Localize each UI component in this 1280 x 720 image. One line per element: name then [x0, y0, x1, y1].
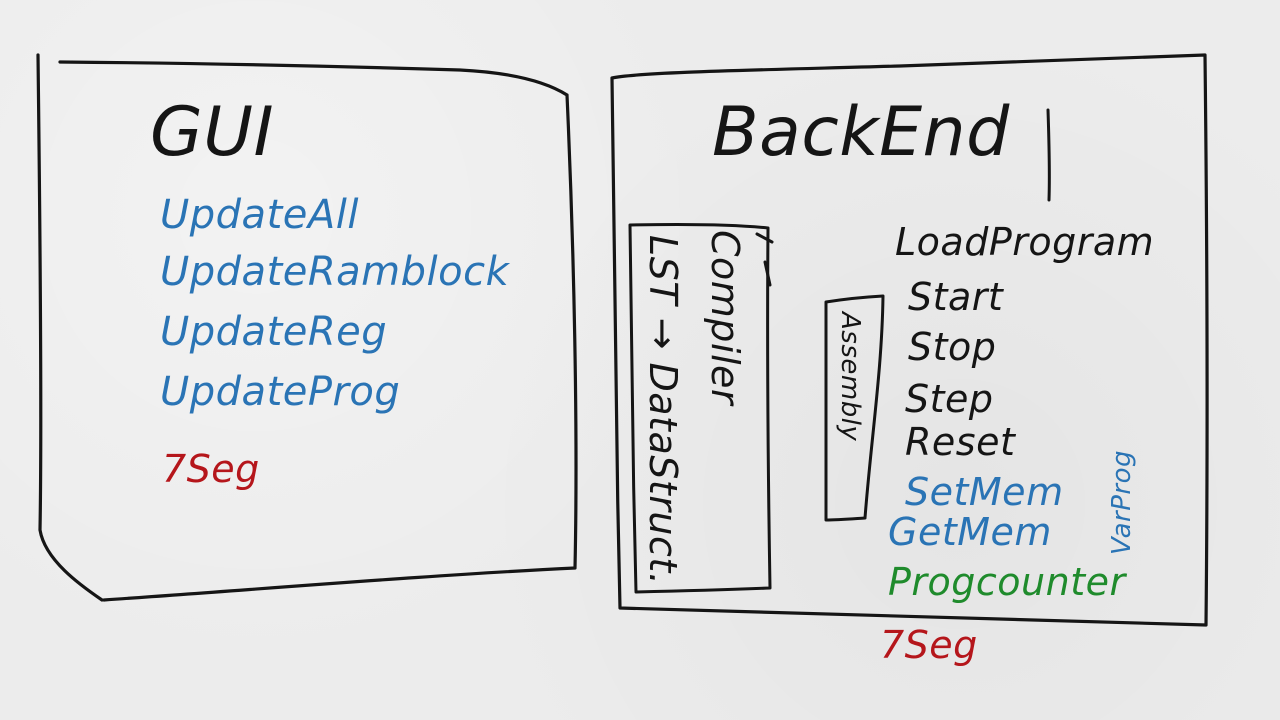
gui-box-outline: [36, 53, 578, 602]
backend-title: BackEnd: [712, 93, 1010, 172]
command-reset: Reset: [905, 420, 1017, 464]
backend-box: BackEnd Compiler LST → DataStruct. Assem…: [610, 53, 1209, 627]
gui-seven-seg: 7Seg: [162, 447, 260, 491]
assembly-box-outline: [824, 294, 885, 522]
assembly-label: Assembly: [835, 310, 865, 441]
command-step: Step: [905, 377, 994, 421]
function-set-mem: SetMem: [905, 470, 1064, 514]
progcounter-label: Progcounter: [888, 560, 1127, 604]
gui-title: GUI: [150, 93, 274, 172]
gui-function-update-all: UpdateAll: [160, 192, 359, 238]
compiler-box-marks: [755, 232, 774, 287]
gui-function-update-prog: UpdateProg: [160, 369, 400, 415]
compiler-datastruct-label: LST → DataStruct.: [641, 235, 685, 585]
backend-seven-seg: 7Seg: [880, 623, 978, 667]
compiler-label: Compiler: [703, 230, 747, 407]
function-get-mem: GetMem: [888, 510, 1052, 554]
gui-function-update-ramblock: UpdateRamblock: [160, 249, 511, 295]
command-stop: Stop: [908, 325, 996, 369]
compiler-box-outline: [628, 222, 772, 594]
gui-box: GUI UpdateAll UpdateRamblock UpdateReg U…: [36, 53, 578, 602]
backend-title-stroke: [1046, 108, 1051, 202]
var-prog-label: VarProg: [1107, 450, 1137, 555]
command-load-program: LoadProgram: [895, 220, 1154, 264]
backend-box-outline: [610, 53, 1209, 627]
command-start: Start: [908, 275, 1005, 319]
gui-function-update-reg: UpdateReg: [160, 309, 387, 355]
